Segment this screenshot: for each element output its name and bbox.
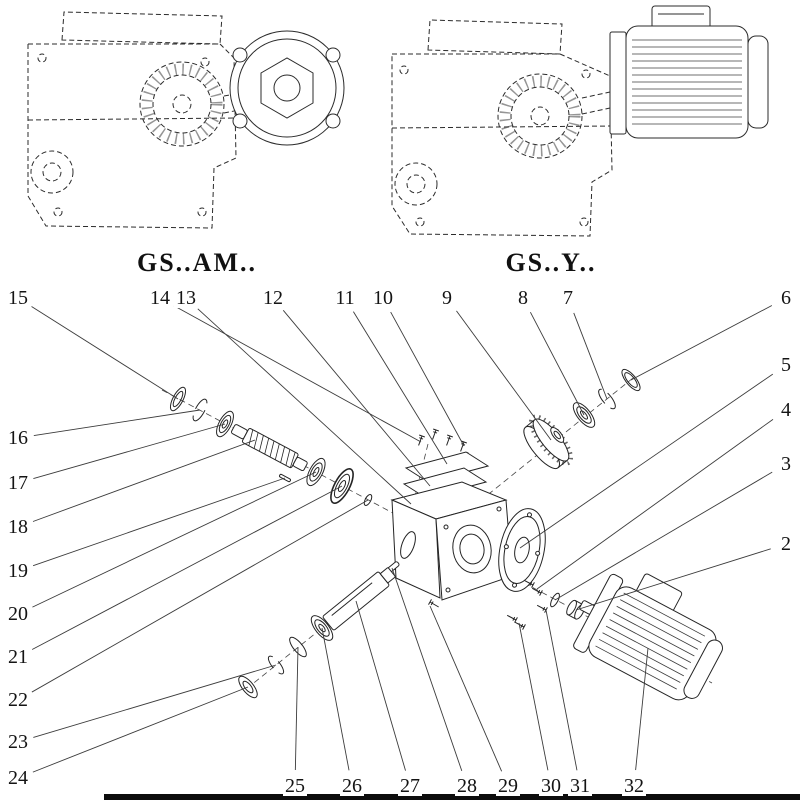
part-ring-gear xyxy=(621,368,641,392)
leader-line-31 xyxy=(545,609,578,771)
callout-21: 21 xyxy=(6,646,30,668)
variant-label-gs-am: GS..AM.. xyxy=(137,248,257,277)
callout-7: 7 xyxy=(561,287,575,309)
leader-line-4 xyxy=(536,418,774,590)
leader-line-3 xyxy=(554,471,773,601)
page-edge-line xyxy=(104,794,800,800)
callout-4: 4 xyxy=(779,399,793,421)
leader-line-20 xyxy=(32,471,317,608)
callout-6: 6 xyxy=(779,287,793,309)
leader-line-5 xyxy=(519,373,774,549)
callout-12: 12 xyxy=(261,287,285,309)
leader-line-11 xyxy=(352,311,448,465)
leader-line-6 xyxy=(630,305,773,381)
part-worm-shaft xyxy=(231,424,308,472)
part-ring-motor xyxy=(550,592,560,608)
callout-23: 23 xyxy=(6,731,30,753)
callout-20: 20 xyxy=(6,603,30,625)
drawing-gearbox-flange xyxy=(27,11,345,229)
callout-24: 24 xyxy=(6,767,30,789)
leader-line-26 xyxy=(321,627,350,771)
drawing-gearbox-motor xyxy=(391,5,769,237)
callout-26: 26 xyxy=(340,775,364,797)
leader-line-7 xyxy=(573,312,608,400)
part-circlip-output xyxy=(267,655,285,675)
callout-11: 11 xyxy=(333,287,357,309)
leader-line-17 xyxy=(33,423,226,480)
callout-17: 17 xyxy=(6,472,30,494)
exploded-view xyxy=(161,368,723,701)
leader-line-9 xyxy=(456,310,552,441)
callout-18: 18 xyxy=(6,516,30,538)
callout-13: 13 xyxy=(174,287,198,309)
leader-line-25 xyxy=(294,646,299,771)
callout-8: 8 xyxy=(516,287,530,309)
leader-line-16 xyxy=(33,409,201,437)
callout-16: 16 xyxy=(6,427,30,449)
callout-32: 32 xyxy=(622,775,646,797)
motor-drawing xyxy=(609,5,769,139)
leader-line-14 xyxy=(173,305,422,443)
leader-line-2 xyxy=(575,548,771,611)
part-cover-plate xyxy=(404,451,490,483)
part-circlip xyxy=(192,398,208,422)
callout-2: 2 xyxy=(779,533,793,555)
callout-25: 25 xyxy=(283,775,307,797)
leader-line-13 xyxy=(197,308,412,505)
leader-line-32 xyxy=(635,647,649,771)
leader-line-29 xyxy=(429,605,503,772)
callout-22: 22 xyxy=(6,689,30,711)
leader-line-18 xyxy=(32,439,256,522)
callout-29: 29 xyxy=(496,775,520,797)
leader-line-24 xyxy=(32,686,249,773)
leader-line-27 xyxy=(355,600,406,771)
part-output-flange xyxy=(498,508,546,592)
callout-3: 3 xyxy=(779,453,793,475)
leader-line-21 xyxy=(31,485,343,650)
leader-line-30 xyxy=(518,622,549,771)
callout-28: 28 xyxy=(455,775,479,797)
part-housing xyxy=(390,481,513,601)
callout-9: 9 xyxy=(440,287,454,309)
callout-27: 27 xyxy=(398,775,422,797)
leader-line-10 xyxy=(390,311,465,447)
callout-14: 14 xyxy=(148,287,172,309)
callout-5: 5 xyxy=(779,354,793,376)
flange-drawing xyxy=(229,30,345,146)
callout-15: 15 xyxy=(6,287,30,309)
part-circlip-gear xyxy=(598,388,616,410)
part-motor xyxy=(573,573,723,701)
leader-line-8 xyxy=(529,311,585,416)
leader-line-23 xyxy=(33,664,277,738)
part-ring-output xyxy=(289,636,307,658)
callout-30: 30 xyxy=(539,775,563,797)
variant-label-gs-y: GS..Y.. xyxy=(505,248,597,277)
leader-line-19 xyxy=(32,477,286,567)
callout-31: 31 xyxy=(568,775,592,797)
leader-line-12 xyxy=(282,309,431,487)
leader-line-28 xyxy=(391,567,463,772)
part-oring-small xyxy=(363,494,373,506)
leader-line-22 xyxy=(31,499,369,693)
callout-19: 19 xyxy=(6,560,30,582)
leader-line-15 xyxy=(31,306,179,400)
callout-10: 10 xyxy=(371,287,395,309)
